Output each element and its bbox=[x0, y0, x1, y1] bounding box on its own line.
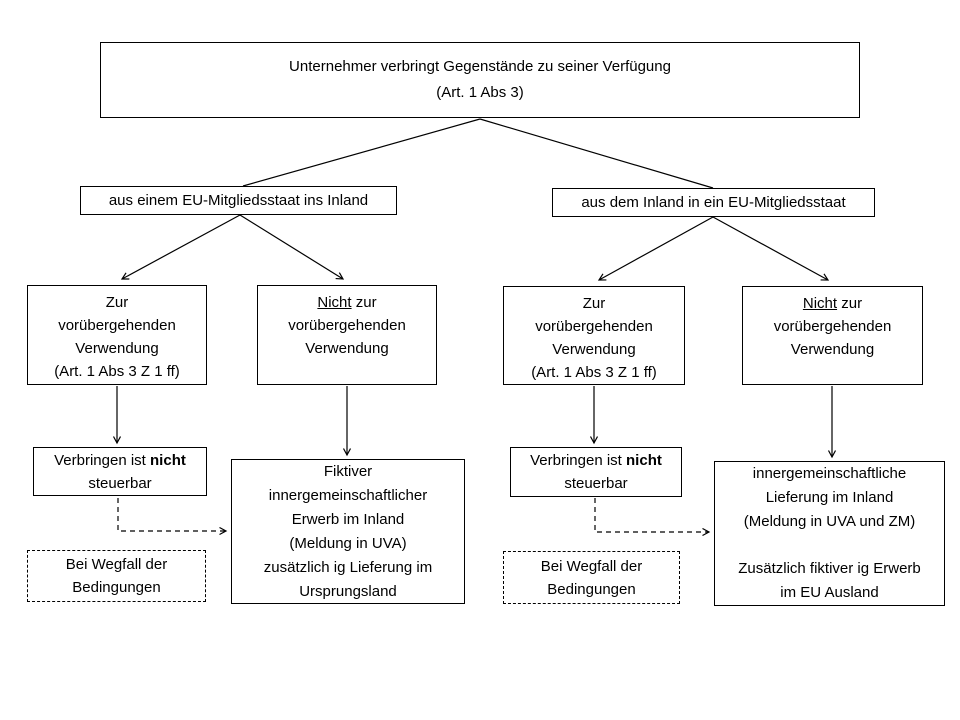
arrow-branchright-to-nottemp bbox=[712, 216, 828, 280]
node-not-taxable-right: Verbringen ist nicht steuerbar bbox=[510, 447, 682, 497]
node-condition-lapse-left: Bei Wegfall der Bedingungen bbox=[27, 550, 206, 602]
node-temp-use-left: Zur vorübergehenden Verwendung (Art. 1 A… bbox=[27, 285, 207, 385]
node-root-line2: (Art. 1 Abs 3) bbox=[436, 84, 524, 101]
node-not-temp-use-right: Nicht zur vorübergehenden Verwendung bbox=[742, 286, 923, 385]
dashed-arrow-right bbox=[594, 498, 709, 532]
arrow-branchright-to-temp bbox=[599, 216, 714, 280]
node-ig-delivery: innergemeinschaftliche Lieferung im Inla… bbox=[714, 461, 945, 606]
node-branch-from-eu: aus einem EU-Mitgliedsstaat ins Inland bbox=[80, 186, 397, 215]
bold-nicht: nicht bbox=[150, 451, 186, 469]
dashed-arrow-left bbox=[117, 498, 226, 531]
node-not-temp-use-left: Nicht zur vorübergehenden Verwendung bbox=[257, 285, 437, 385]
node-temp-use-right: Zur vorübergehenden Verwendung (Art. 1 A… bbox=[503, 286, 685, 385]
arrow-branchleft-to-nottemp bbox=[239, 214, 343, 279]
node-branch-to-eu: aus dem Inland in ein EU-Mitgliedsstaat bbox=[552, 188, 875, 217]
node-condition-lapse-right: Bei Wegfall der Bedingungen bbox=[503, 551, 680, 604]
node-not-taxable-left: Verbringen ist nicht steuerbar bbox=[33, 447, 207, 496]
node-root: Unternehmer verbringt Gegenstände zu sei… bbox=[100, 42, 860, 118]
connector-root-to-branch-left bbox=[242, 118, 481, 187]
node-branch-to-eu-label: aus dem Inland in ein EU-Mitgliedsstaat bbox=[581, 194, 846, 211]
underlined-nicht: Nicht bbox=[802, 295, 838, 312]
underlined-nicht: Nicht bbox=[317, 294, 352, 311]
connector-root-to-branch-right bbox=[479, 118, 714, 189]
bold-nicht: nicht bbox=[626, 452, 662, 469]
arrow-branchleft-to-temp bbox=[122, 214, 241, 279]
node-root-line1: Unternehmer verbringt Gegenstände zu sei… bbox=[289, 58, 671, 75]
node-fictitious-acquisition: Fiktiver innergemeinschaftlicher Erwerb … bbox=[231, 459, 465, 604]
node-branch-from-eu-label: aus einem EU-Mitgliedsstaat ins Inland bbox=[108, 192, 369, 209]
